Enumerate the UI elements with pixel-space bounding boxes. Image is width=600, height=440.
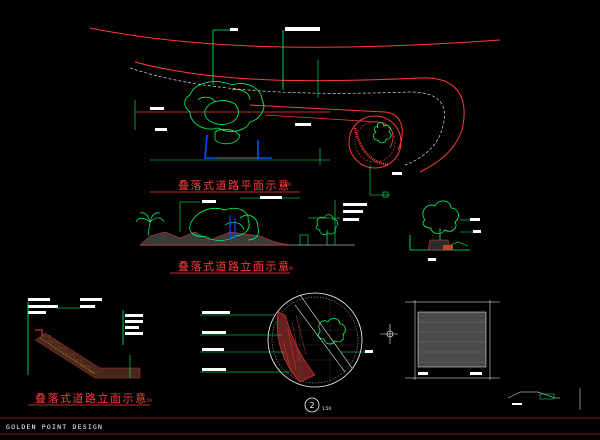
rock-cluster-elevation bbox=[189, 207, 259, 241]
mini-section bbox=[507, 388, 581, 410]
road-edge-2 bbox=[129, 67, 445, 166]
plan-view: 叠落式道路平面示意 1:100 bbox=[89, 27, 501, 198]
stair-base bbox=[34, 332, 141, 379]
label-plan-box bbox=[285, 27, 320, 31]
elevation-ground-mound bbox=[139, 231, 291, 246]
label-planter bbox=[392, 172, 402, 175]
road-edge-3 bbox=[249, 104, 403, 151]
side-elevation-scale: 1:50 bbox=[143, 398, 152, 403]
road-edge-4 bbox=[264, 114, 394, 149]
label-elev-3 bbox=[343, 203, 367, 206]
footer-text: GOLDEN POINT DESIGN bbox=[6, 423, 103, 431]
elevation-block bbox=[299, 234, 309, 246]
north-cross-marker bbox=[380, 324, 398, 344]
palm-tree bbox=[135, 212, 165, 237]
plan-scale: 1:100 bbox=[280, 182, 292, 187]
label-elev-1 bbox=[202, 200, 216, 203]
side-section-tree bbox=[409, 200, 481, 261]
front-elevation-title: 叠落式道路立面示意 bbox=[178, 259, 291, 273]
plan-title: 叠落式道路平面示意 bbox=[178, 178, 291, 192]
front-elevation-scale: 1:100 bbox=[282, 266, 294, 271]
label-elev-4 bbox=[343, 210, 363, 213]
front-elevation: 叠落式道路立面示意 1:100 bbox=[135, 196, 367, 274]
detail-scale: 1:50 bbox=[322, 406, 331, 411]
circular-detail: 2 1:50 bbox=[200, 292, 373, 413]
label-plan-left-2 bbox=[155, 128, 167, 131]
stair-section: 叠落式道路立面示意 1:50 bbox=[27, 298, 152, 406]
road-edge-1 bbox=[134, 61, 465, 173]
label-plan-left bbox=[150, 107, 164, 110]
paving-panel bbox=[405, 300, 500, 380]
circular-planter-plan bbox=[348, 115, 402, 169]
elevation-tree bbox=[315, 214, 338, 245]
road-edge-outer bbox=[89, 27, 501, 48]
label-plan-right bbox=[295, 123, 311, 126]
footer: GOLDEN POINT DESIGN bbox=[0, 417, 600, 435]
detail-number: 2 bbox=[309, 401, 314, 410]
label-planter-2 bbox=[382, 191, 389, 198]
side-elevation-title: 叠落式道路立面示意 bbox=[35, 391, 148, 405]
detail-number-circle bbox=[304, 397, 320, 413]
label-elev-2 bbox=[260, 196, 282, 199]
elevation-waterfall bbox=[229, 215, 236, 240]
label-elev-5 bbox=[343, 218, 359, 221]
rock-cluster-plan bbox=[184, 81, 265, 145]
label-plan-top bbox=[230, 28, 238, 31]
